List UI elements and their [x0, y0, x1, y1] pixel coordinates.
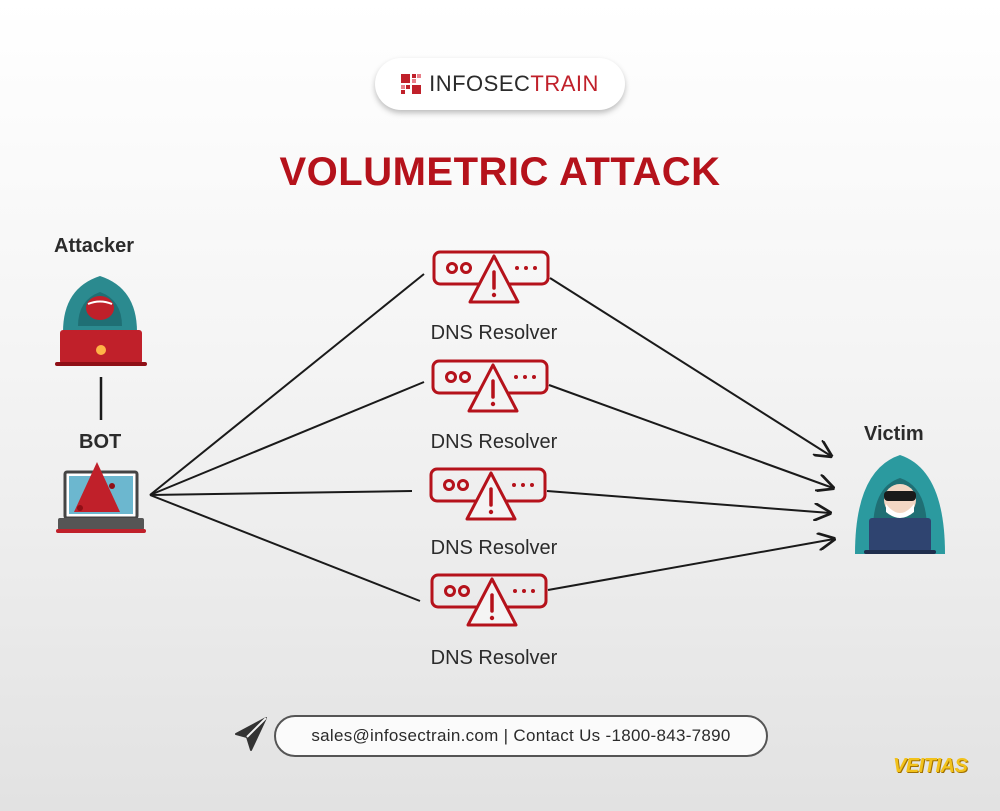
infosectrain-logo-icon — [401, 74, 422, 94]
server-warning-icon — [431, 359, 549, 413]
dns-resolver-label: DNS Resolver — [430, 537, 558, 559]
dns-resolver-label: DNS Resolver — [430, 647, 558, 669]
brand-logo: INFOSECTRAIN — [375, 58, 625, 110]
page-title: VOLUMETRIC ATTACK — [279, 150, 721, 194]
dns-resolver-label: DNS Resolver — [430, 431, 558, 453]
brand-name: INFOSECTRAIN — [429, 71, 599, 96]
contact-info: sales@infosectrain.com | Contact Us -180… — [274, 715, 768, 757]
infected-computer-icon — [56, 462, 146, 533]
hacker-laptop-icon — [55, 276, 147, 366]
bot-label: BOT — [79, 431, 122, 453]
server-warning-icon — [429, 467, 547, 521]
dns-resolver-label: DNS Resolver — [430, 322, 558, 344]
server-warning-icon — [430, 573, 548, 627]
server-warning-icon — [432, 250, 550, 304]
attacker-label: Attacker — [54, 235, 135, 257]
victim-hacker-icon — [855, 455, 945, 554]
watermark: VEITIAS — [893, 755, 968, 777]
victim-label: Victim — [864, 423, 924, 445]
cursor-arrow-icon — [235, 717, 267, 751]
